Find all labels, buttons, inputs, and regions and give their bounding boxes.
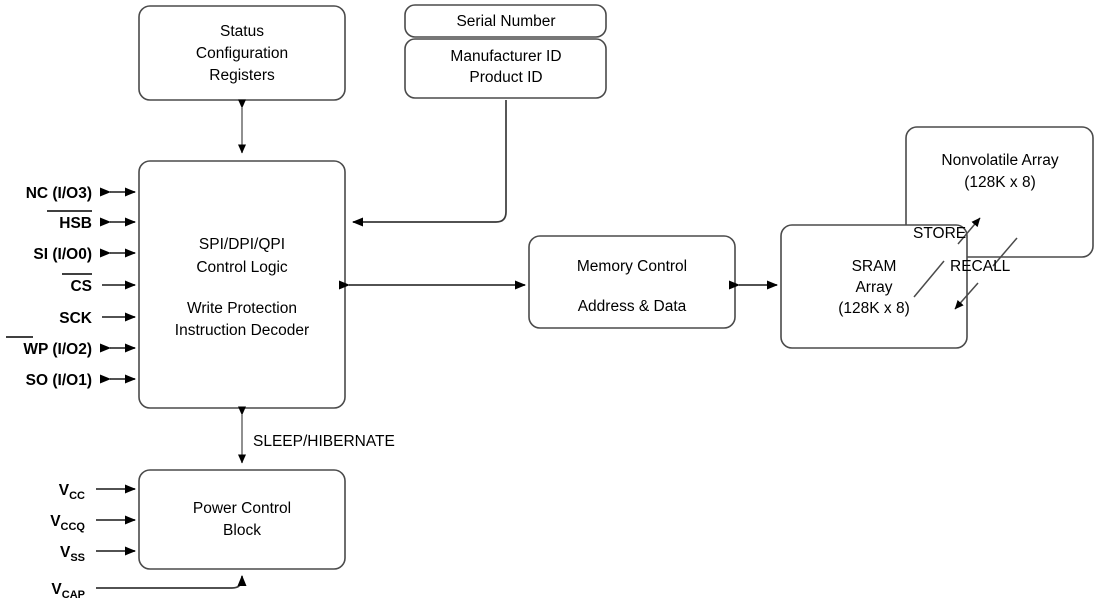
pin-vccq[interactable]: VCCQ [50,513,136,533]
pin-vcap[interactable]: VCAP [51,575,247,599]
connector-store-arrow: STORE [913,217,981,298]
status-registers-line1: Status [220,23,264,40]
store-label: STORE [913,225,966,242]
box-manufacturer-product-id[interactable]: Manufacturer ID Product ID [404,38,607,99]
pin-wp-io2-label: WP (I/O2) [23,341,92,358]
pin-vss-label: VSS [60,544,85,564]
power-control-line1: Power Control [193,500,291,517]
connector-ids-to-control-logic [352,100,507,227]
sram-array-line2: Array [855,279,892,296]
sram-array-line3: (128K x 8) [838,300,910,317]
memory-control-line2: Address & Data [578,298,687,315]
serial-number-line1: Serial Number [456,13,555,30]
pin-vcc[interactable]: VCC [59,482,136,502]
box-sram-array[interactable]: SRAM Array (128K x 8) [780,224,968,349]
status-registers-line3: Registers [209,67,275,84]
pin-vss[interactable]: VSS [60,544,136,564]
control-logic-line1: SPI/DPI/QPI [199,236,285,253]
pin-si-io0-label: SI (I/O0) [33,246,92,263]
pin-cs[interactable]: CS [62,273,136,295]
nonvolatile-array-line2: (128K x 8) [964,174,1036,191]
pin-wp-io2[interactable]: WP (I/O2) [6,336,136,358]
pin-nc-io3[interactable]: NC (I/O3) [26,185,136,202]
box-status-configuration-registers[interactable]: Status Configuration Registers [138,5,346,101]
pin-vcap-label: VCAP [51,581,85,599]
box-memory-control[interactable]: Memory Control Address & Data [528,235,736,329]
control-logic-line4: Instruction Decoder [175,322,309,339]
control-logic-line2: Control Logic [196,259,288,276]
box-control-logic[interactable]: SPI/DPI/QPI Control Logic Write Protecti… [138,160,346,409]
pin-nc-io3-label: NC (I/O3) [26,185,92,202]
pin-vccq-label: VCCQ [50,513,85,533]
control-logic-line3: Write Protection [187,300,297,317]
box-power-control-block[interactable]: Power Control Block [138,469,346,570]
connector-sleep-hibernate: SLEEP/HIBERNATE [238,406,395,464]
sleep-hibernate-label: SLEEP/HIBERNATE [253,433,395,450]
status-registers-line2: Configuration [196,45,288,62]
pin-hsb-label: HSB [59,215,92,232]
connector-recall-arrow: RECALL [950,237,1018,310]
pin-sck-label: SCK [59,310,93,327]
pin-hsb[interactable]: HSB [47,210,136,232]
nonvolatile-array-line1: Nonvolatile Array [941,152,1058,169]
pin-so-io1-label: SO (I/O1) [26,372,92,389]
power-control-line2: Block [223,522,261,539]
recall-label: RECALL [950,258,1011,275]
pin-so-io1[interactable]: SO (I/O1) [26,372,136,389]
pin-vcc-label: VCC [59,482,85,502]
sram-array-line1: SRAM [852,258,897,275]
memory-control-line1: Memory Control [577,258,687,275]
ids-line2: Product ID [469,69,542,86]
box-serial-number[interactable]: Serial Number [404,4,607,38]
pin-cs-label: CS [70,278,92,295]
pin-sck[interactable]: SCK [59,310,136,327]
pin-si-io0[interactable]: SI (I/O0) [33,246,136,263]
ids-line1: Manufacturer ID [450,48,561,65]
